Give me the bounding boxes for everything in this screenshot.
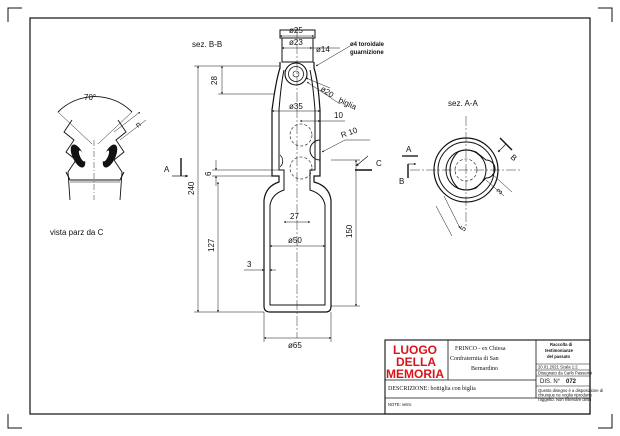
dim-150: 150: [345, 224, 354, 238]
collection-line3: del passato: [547, 354, 570, 359]
section-marker-a-left: [172, 158, 189, 178]
collection-line2: testimonianze: [545, 348, 574, 353]
bottle-section-bb: [263, 28, 332, 338]
dim-d23: ø23: [289, 38, 303, 47]
aa-dim-5: 5: [458, 224, 468, 233]
logo-line3: MEMORIA: [386, 367, 444, 381]
partial-view-c: [57, 96, 147, 201]
section-aa-view: [407, 116, 520, 237]
collection-line1: Raccolta di: [550, 342, 572, 347]
author: Disegnato da Carlo Passerini: [538, 371, 592, 376]
drawing-number: 072: [566, 379, 577, 385]
section-a-left-letter: A: [164, 165, 170, 174]
copyright-line1: Questo disegno è a disposizione di: [538, 388, 603, 393]
drawing-number-label: DIS. N°: [540, 379, 561, 385]
description: DESCRIZIONE: bottiglia con biglia: [388, 386, 476, 392]
section-aa-title: sez. A-A: [448, 99, 478, 108]
dim-28: 28: [210, 76, 219, 85]
dim-6: 6: [204, 171, 213, 176]
dim-r10: R 10: [340, 125, 359, 139]
section-b-bottom-letter: B: [399, 177, 404, 186]
bottle-dimension-lines: [194, 35, 370, 342]
toroid-gasket-line2: guarnizione: [350, 50, 384, 56]
location-line2: Confraternita di San: [450, 355, 499, 362]
title-block: [384, 339, 591, 415]
copyright-line3: l'oggetto. Non riservare diritti: [538, 397, 591, 402]
dim-d20: ø20: [319, 84, 336, 100]
date-scale: 20.01.2021 Scala 1:2: [538, 365, 578, 370]
location-line3: Bernardino: [471, 366, 498, 372]
dim-127: 127: [207, 238, 216, 252]
dim-3: 3: [247, 260, 252, 269]
location-line1: FRINCO - ex Chiesa: [455, 346, 506, 352]
aa-dim-3: 3: [495, 187, 505, 197]
dim-d35: ø35: [289, 102, 303, 111]
dim-d50: ø50: [288, 236, 302, 245]
toroid-gasket-line1: ø4 toroidale: [350, 42, 385, 48]
logo-line2: DELLA: [396, 355, 436, 369]
view-c-label: vista parz da C: [50, 228, 104, 237]
dim-d65: ø65: [288, 341, 302, 350]
logo-line1: LUOGO: [393, 343, 437, 357]
notes-label: NOTE: vetro: [388, 402, 412, 407]
angle-70-label: 70°: [84, 93, 96, 102]
dim-n-label: n: [134, 120, 143, 130]
section-a-right-letter: A: [406, 145, 412, 154]
section-b-top-letter: B: [509, 153, 519, 163]
biglia-label: biglia: [337, 96, 358, 112]
dim-240: 240: [187, 181, 196, 195]
copyright-line2: chiunque ne voglia riprodurre: [538, 393, 593, 398]
section-marker-c: [355, 155, 372, 171]
dim-d25: ø25: [289, 26, 303, 35]
sheet-frame: [7, 7, 613, 429]
dim-d14: ø14: [316, 45, 330, 54]
dim-10: 10: [334, 111, 343, 120]
section-bb-title: sez. B-B: [192, 40, 222, 49]
dim-27: 27: [290, 212, 299, 221]
section-c-letter: C: [376, 159, 382, 168]
